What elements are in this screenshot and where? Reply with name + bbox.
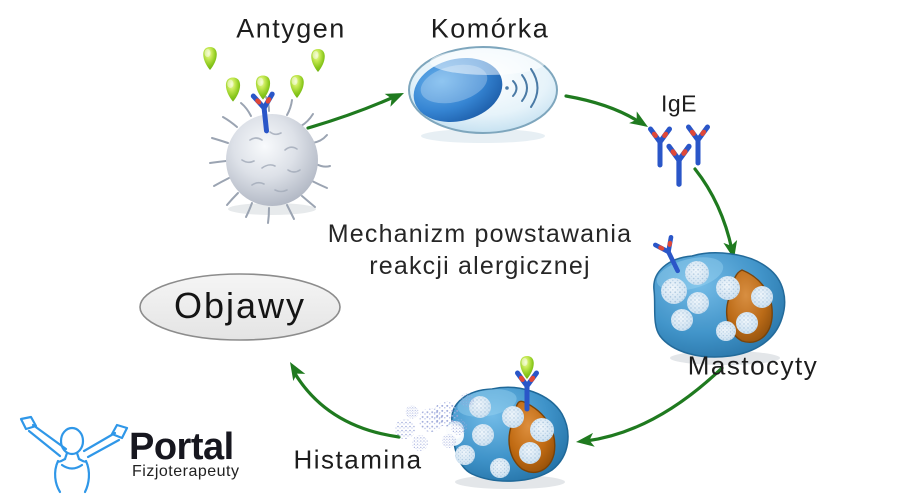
arrow-ige-to-mastocyty bbox=[693, 167, 741, 261]
arrow-histamina-to-objawy bbox=[283, 358, 401, 439]
mast-cell-icon bbox=[653, 237, 786, 365]
histamina-label: Histamina bbox=[293, 444, 423, 475]
objawy-label: Objawy bbox=[173, 285, 307, 326]
arrow-antygen-to-komorka bbox=[306, 86, 407, 130]
diagram-title-line2: reakcji alergicznej bbox=[369, 252, 591, 280]
arrow-mastocyty-to-histamina-cell bbox=[575, 366, 724, 449]
diagram-title-line1: Mechanizm powstawania bbox=[327, 220, 633, 248]
antygen-label: Antygen bbox=[236, 13, 346, 44]
cell-with-signal-waves-icon bbox=[408, 46, 558, 143]
logo-brand-text: Portal bbox=[129, 426, 234, 468]
diagram-title: Mechanizm powstawania reakcji alergiczne… bbox=[328, 218, 633, 282]
spiky-cell-icon bbox=[209, 75, 331, 224]
komorka-label: Komórka bbox=[430, 13, 550, 44]
signal-waves-icon bbox=[505, 68, 539, 108]
logo-subtitle-text: Fizjoterapeuty bbox=[132, 463, 240, 480]
antigen-drop-icon bbox=[255, 75, 271, 100]
objawy-ellipse bbox=[139, 273, 341, 341]
mastocyty-label: Mastocyty bbox=[687, 350, 819, 381]
ige-label: IgE bbox=[660, 90, 698, 117]
raised-arms-figure-icon bbox=[19, 415, 129, 494]
arrow-komorka-to-ige bbox=[564, 94, 652, 133]
